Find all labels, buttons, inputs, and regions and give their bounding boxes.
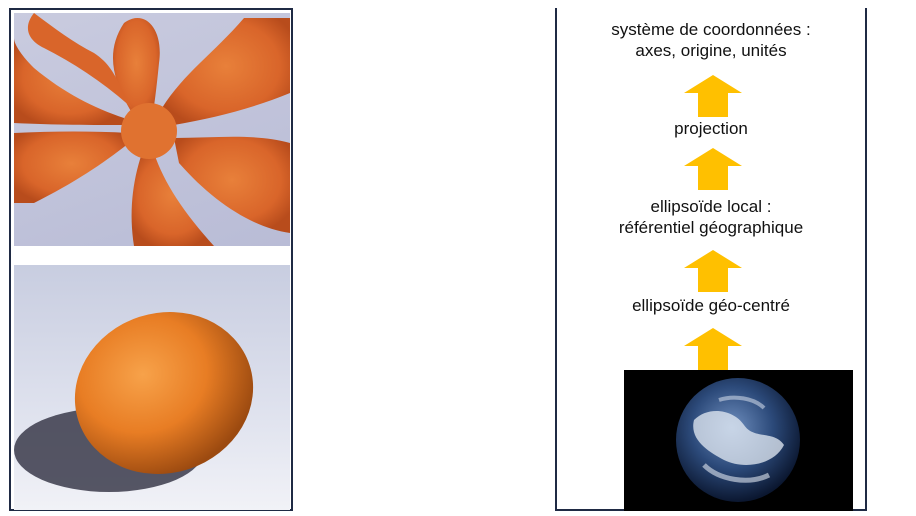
up-arrow-icon [684,250,742,292]
orange-photos-panel [9,8,293,511]
up-arrow-icon [684,148,742,190]
label-line: ellipsoïde géo-centré [557,295,865,316]
label-line: ellipsoïde local : [557,196,865,217]
label-coordinate-system: système de coordonnées : axes, origine, … [557,19,865,61]
up-arrow-icon [684,75,742,117]
up-arrow-icon [684,328,742,370]
label-line: projection [557,118,865,139]
label-line: référentiel géographique [557,217,865,238]
label-line: axes, origine, unités [557,40,865,61]
label-projection: projection [557,118,865,139]
label-local-ellipsoid: ellipsoïde local : référentiel géographi… [557,196,865,238]
earth-photo [624,370,853,511]
coordinate-system-diagram: système de coordonnées : axes, origine, … [555,8,867,511]
whole-orange-photo [14,265,290,510]
label-line: système de coordonnées : [557,19,865,40]
orange-peel-photo [14,13,290,246]
label-geocentric-ellipsoid: ellipsoïde géo-centré [557,295,865,316]
